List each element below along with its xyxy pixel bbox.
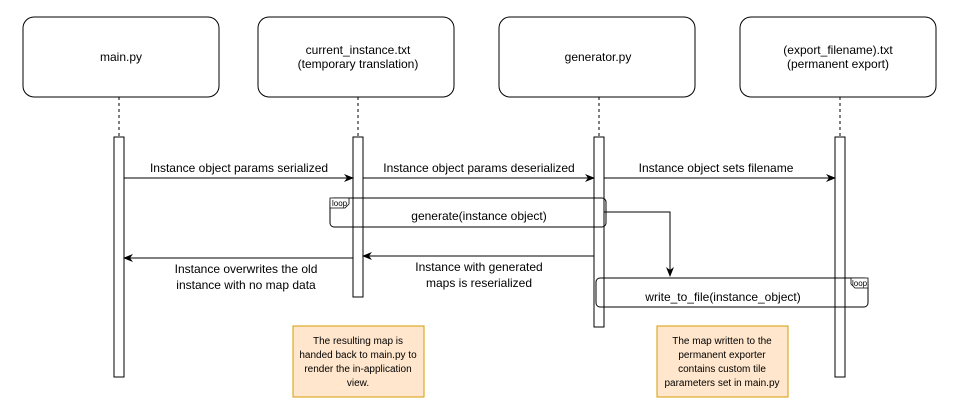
message-reserialize-label-line1: Instance with generated xyxy=(415,260,542,274)
message-write-label: write_to_file(instance_object) xyxy=(644,290,800,304)
participant-main-label: main.py xyxy=(100,50,142,64)
loop-fragment-write-tag-label: loop xyxy=(852,279,868,288)
note-permanent-exporter: The map written to the permanent exporte… xyxy=(656,325,789,398)
loop-fragment-write-tag xyxy=(850,277,869,289)
participant-export-label-line1: (export_filename).txt xyxy=(783,43,893,57)
note-permanent-exporter-line3: contains custom tile xyxy=(678,364,766,375)
participant-main-box xyxy=(22,16,220,98)
activation-export xyxy=(834,136,846,378)
participant-export-box xyxy=(739,16,937,98)
activation-main xyxy=(113,136,125,378)
participant-current-instance: current_instance.txt (temporary translat… xyxy=(257,16,455,98)
note-permanent-exporter-line4: parameters set in main.py xyxy=(664,378,779,389)
loop-fragment-write-frame xyxy=(595,277,869,308)
participant-generator: generator.py xyxy=(498,16,696,98)
message-generate-label: generate(instance object) xyxy=(411,209,546,223)
activation-current-instance xyxy=(352,136,364,298)
note-resulting-map-box xyxy=(292,325,425,398)
message-self-call-arrow xyxy=(604,211,674,277)
loop-fragment-generate-tag-label: loop xyxy=(332,199,348,208)
participant-generator-box xyxy=(498,16,696,98)
participant-export: (export_filename).txt (permanent export) xyxy=(739,16,937,98)
participant-current-instance-label-line1: current_instance.txt xyxy=(306,43,411,57)
note-permanent-exporter-line1: The map written to the xyxy=(672,336,772,347)
message-deserialize-label: Instance object params deserialized xyxy=(383,161,574,175)
message-reserialize-label-line2: maps is reserialized xyxy=(426,276,532,290)
message-serialize-label: Instance object params serialized xyxy=(150,161,328,175)
message-overwrite-label-line1: Instance overwrites the old xyxy=(175,262,318,276)
participant-export-label-line2: (permanent export) xyxy=(787,57,889,71)
note-resulting-map-line3: render the in-application xyxy=(304,364,411,375)
participant-main: main.py xyxy=(22,16,220,98)
message-set-filename-label: Instance object sets filename xyxy=(639,161,794,175)
participant-generator-label: generator.py xyxy=(565,50,632,64)
loop-fragment-write: loop write_to_file(instance_object) xyxy=(595,277,869,308)
note-resulting-map-line4: view. xyxy=(347,378,369,389)
note-resulting-map-line1: The resulting map is xyxy=(313,336,403,347)
note-permanent-exporter-box xyxy=(656,325,789,398)
message-overwrite-label-line2: instance with no map data xyxy=(176,278,316,292)
note-permanent-exporter-line2: permanent exporter xyxy=(678,350,766,361)
note-resulting-map: The resulting map is handed back to main… xyxy=(292,325,425,398)
participant-current-instance-label-line2: (temporary translation) xyxy=(298,57,419,71)
participant-current-instance-box xyxy=(257,16,455,98)
note-resulting-map-line2: handed back to main.py to xyxy=(299,350,417,361)
loop-fragment-generate: loop generate(instance object) xyxy=(329,197,607,228)
loop-fragment-generate-tag xyxy=(329,197,350,209)
activation-generator xyxy=(593,136,605,328)
